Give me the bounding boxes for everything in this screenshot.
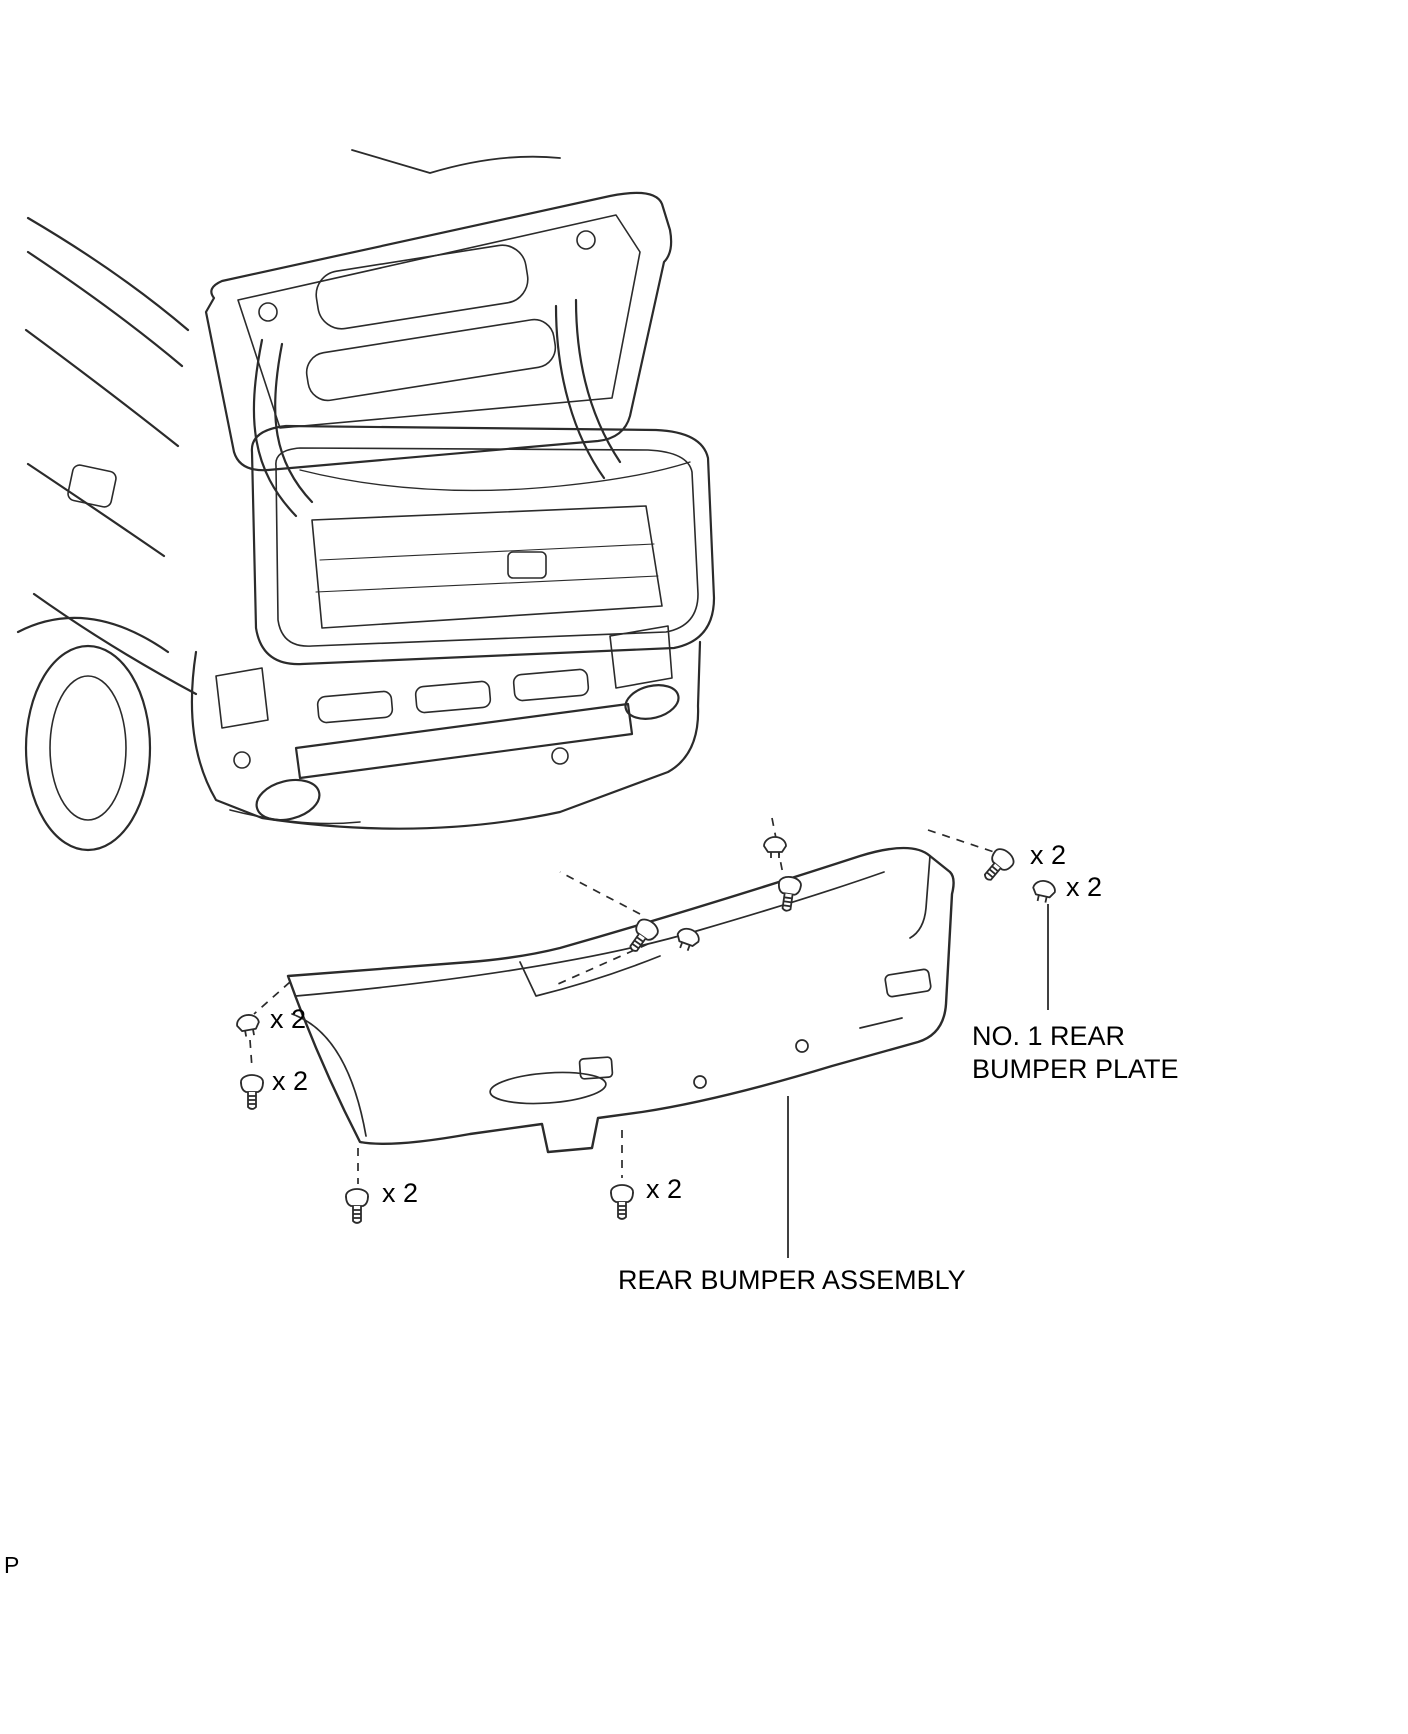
clip-icon — [234, 1012, 262, 1039]
screw-icon — [610, 1184, 634, 1220]
screw-icon — [345, 1188, 369, 1224]
trunk-opening — [250, 424, 716, 666]
screw-icon — [240, 1074, 264, 1110]
label-leader-lines — [787, 904, 1049, 1258]
clip-icon — [763, 836, 787, 859]
car-illustration — [16, 149, 716, 852]
quantity-label-screw-bottom-center: x 2 — [646, 1174, 683, 1204]
part-label-no1-rear-bumper-plate: NO. 1 REAR BUMPER PLATE — [972, 1021, 1179, 1084]
rear-bumper-drawing — [286, 846, 955, 1154]
quantity-label-screw-top-right: x 2 — [1030, 840, 1067, 870]
trunk-hinges — [252, 298, 622, 518]
rear-understructure — [190, 625, 702, 830]
car-body-side — [24, 216, 198, 696]
page-corner-mark: P — [4, 1552, 20, 1578]
quantity-label-screw-bottom-left: x 2 — [382, 1178, 419, 1208]
clip-icon — [1029, 878, 1058, 905]
quantity-label-clip-left: x 2 — [270, 1004, 307, 1034]
part-label-rear-bumper-assembly: REAR BUMPER ASSEMBLY — [618, 1265, 966, 1295]
trunk-lid — [204, 149, 673, 472]
screw-icon — [977, 844, 1018, 887]
quantity-label-clip-top-right: x 2 — [1066, 872, 1103, 902]
quantity-label-screw-left: x 2 — [272, 1066, 309, 1096]
rear-wheel — [16, 616, 170, 852]
